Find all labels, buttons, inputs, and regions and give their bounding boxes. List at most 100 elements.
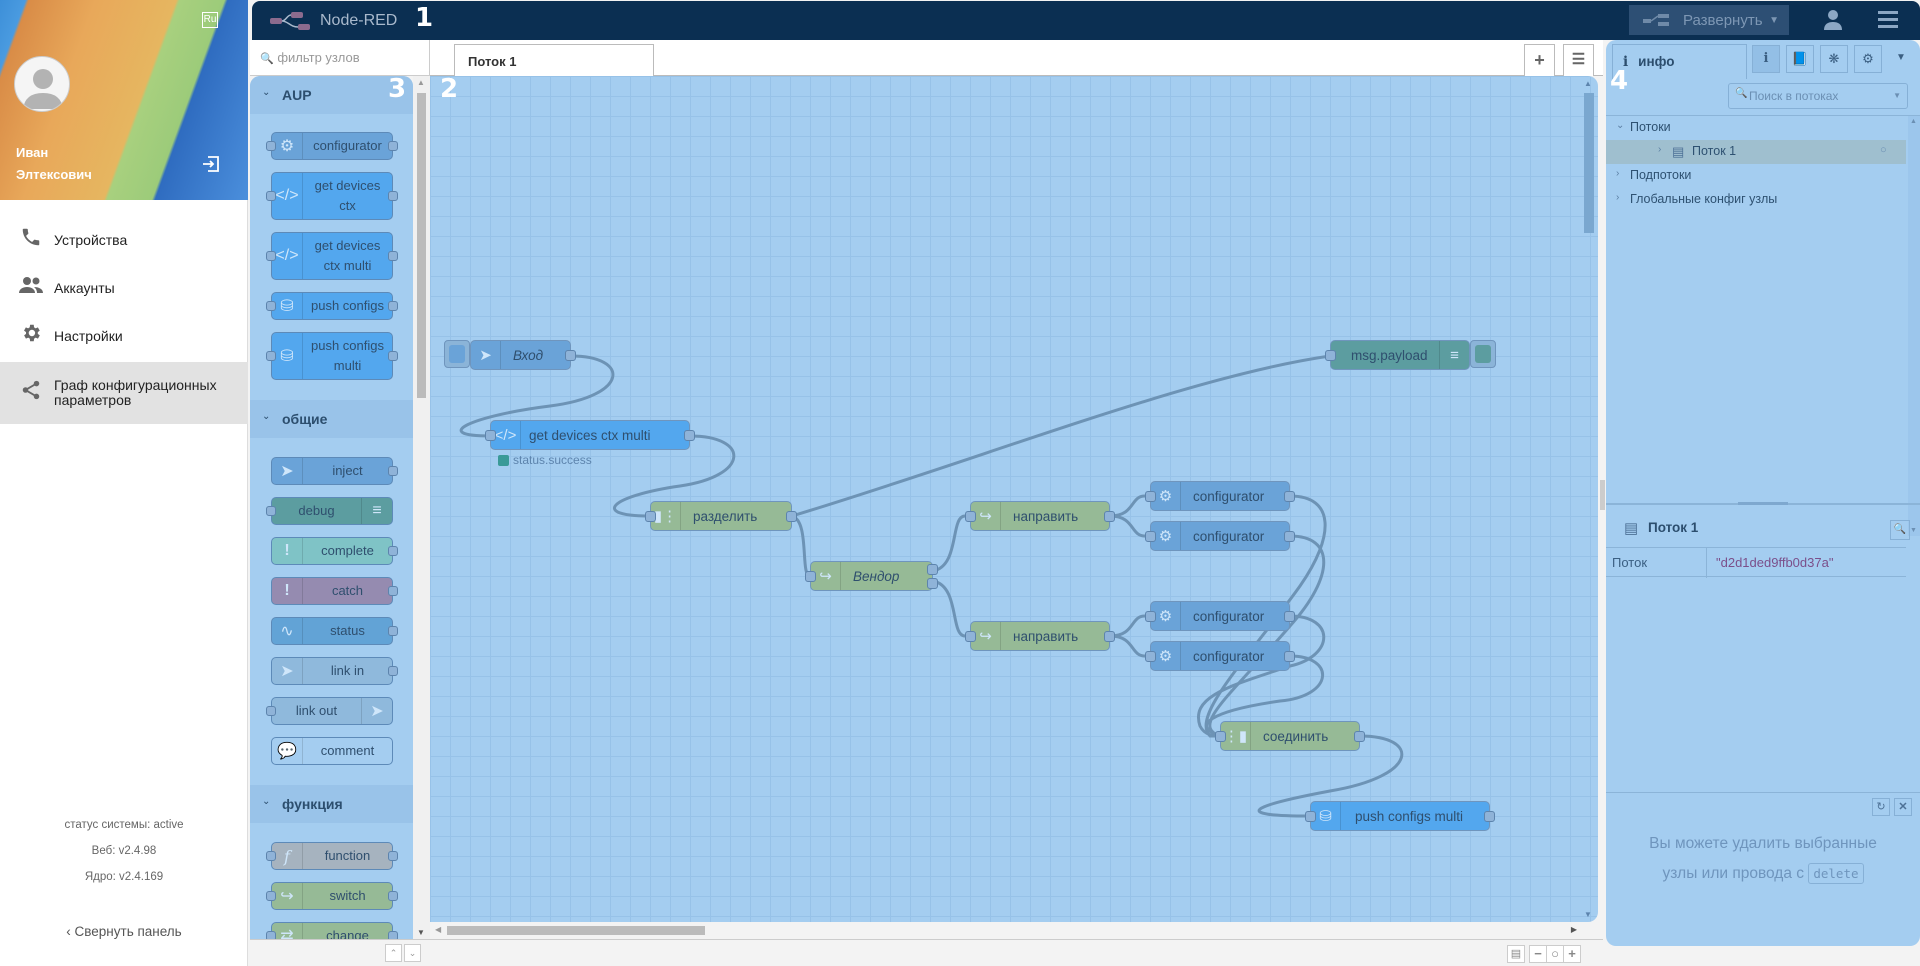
palette-scroll-thumb[interactable]: [417, 93, 426, 398]
find-flow-search-icon[interactable]: 🔍: [1890, 520, 1910, 540]
palette-node-debug[interactable]: debug≡: [266, 497, 393, 525]
input-port[interactable]: [1325, 350, 1336, 361]
tree-item-global-config[interactable]: ›Глобальные конфиг узлы: [1616, 192, 1778, 206]
zoom-in-button[interactable]: +: [1563, 945, 1581, 963]
node-route-2[interactable]: ↪направить: [965, 621, 1115, 651]
palette-node-status[interactable]: ∿status: [271, 617, 398, 645]
wire-join-push[interactable]: [1257, 734, 1404, 818]
nav-item-settings[interactable]: Настройки: [0, 320, 248, 352]
node-switch-vendor[interactable]: ↪Вендор: [805, 561, 938, 591]
input-port[interactable]: [1145, 611, 1156, 622]
palette-node-switch[interactable]: ↪switch: [266, 882, 398, 910]
node-configurator-1[interactable]: ⚙configurator: [1145, 481, 1295, 511]
node-join[interactable]: ⋮▮соединить: [1215, 721, 1365, 751]
wire-conf4-join[interactable]: [1205, 654, 1324, 738]
palette-node-link-out[interactable]: link out➤: [266, 697, 393, 725]
zoom-out-button[interactable]: −: [1529, 945, 1547, 963]
expand-all-icon[interactable]: ⌃: [385, 944, 402, 962]
close-tip-icon[interactable]: ✕: [1894, 798, 1912, 816]
input-port[interactable]: [1215, 731, 1226, 742]
node-get-devices-ctx-multi[interactable]: </>get devices ctx multi: [485, 420, 695, 450]
palette-category-common[interactable]: ⌄общие: [250, 400, 413, 438]
sidebar-config-gear-icon[interactable]: ⚙: [1854, 45, 1882, 73]
input-port[interactable]: [805, 571, 816, 582]
collapse-all-icon[interactable]: ⌄: [404, 944, 421, 962]
wire-getdev-split[interactable]: [613, 434, 736, 518]
collapse-panel-button[interactable]: ‹ Свернуть панель: [66, 924, 182, 939]
output-port[interactable]: [1104, 511, 1115, 522]
scroll-left-icon[interactable]: ◀: [435, 925, 442, 934]
flow-list-button[interactable]: ☰: [1563, 44, 1594, 76]
input-port[interactable]: [965, 631, 976, 642]
node-configurator-3[interactable]: ⚙configurator: [1145, 601, 1295, 631]
wire-route1-conf2[interactable]: [1109, 514, 1150, 538]
node-inject-vhod[interactable]: ➤Вход: [470, 340, 576, 370]
input-port[interactable]: [645, 511, 656, 522]
wire-vendor-route2[interactable]: [932, 579, 975, 638]
node-route-1[interactable]: ↪направить: [965, 501, 1115, 531]
nav-item-config-graph[interactable]: Граф конфигурационных параметров: [0, 362, 248, 424]
input-port[interactable]: [965, 511, 976, 522]
flow-canvas[interactable]: 2 ➤Вход </>get devices ctx multi: [430, 76, 1598, 922]
palette-node-configurator[interactable]: ⚙configurator: [266, 132, 398, 160]
palette-category-aup[interactable]: ⌄AUP: [250, 76, 413, 114]
tree-scrollbar[interactable]: ▲ ▼: [1908, 116, 1920, 536]
navigator-map-icon[interactable]: ▤: [1507, 945, 1525, 963]
avatar[interactable]: [14, 56, 70, 112]
user-icon[interactable]: [1823, 9, 1845, 31]
wire-route2-conf3[interactable]: [1109, 614, 1150, 638]
deploy-dropdown-icon[interactable]: ▼: [1769, 14, 1779, 26]
canvas-vscroll-thumb[interactable]: [1584, 93, 1594, 233]
output-port[interactable]: [1484, 811, 1495, 822]
scroll-right-icon[interactable]: ▶: [1570, 925, 1577, 934]
wire-conf3-join[interactable]: [1197, 614, 1326, 738]
nav-item-devices[interactable]: Устройства: [0, 224, 248, 256]
scroll-up-icon[interactable]: ▲: [1584, 79, 1592, 88]
input-port[interactable]: [485, 430, 496, 441]
palette-node-link-in[interactable]: ➤link in: [271, 657, 398, 685]
sidebar-help-book-icon[interactable]: 📘: [1786, 45, 1814, 73]
palette-filter-input[interactable]: 🔍 фильтр узлов: [250, 40, 430, 76]
palette-node-push-configs-multi[interactable]: ⛁push configs multi: [266, 332, 398, 380]
palette-node-change[interactable]: ⇄change: [266, 922, 398, 939]
palette-scrollbar[interactable]: ▲ ▼: [413, 76, 430, 939]
scroll-down-icon[interactable]: ▼: [417, 928, 425, 937]
wire-route2-conf4[interactable]: [1109, 634, 1150, 658]
output-port[interactable]: [786, 511, 797, 522]
node-debug-msg-payload[interactable]: msg.payload ≡: [1325, 340, 1470, 370]
output-port[interactable]: [1104, 631, 1115, 642]
wire-inject-getdev[interactable]: [459, 354, 615, 438]
tree-item-subflows[interactable]: ›Подпотоки: [1616, 168, 1692, 182]
canvas-horizontal-scrollbar[interactable]: ◀ ▶: [432, 922, 1580, 939]
output-port[interactable]: [1284, 491, 1295, 502]
wire-route1-conf1[interactable]: [1109, 494, 1150, 518]
wire-conf2-join[interactable]: [1208, 534, 1326, 738]
canvas-vertical-scrollbar[interactable]: ▲ ▼: [1581, 76, 1596, 922]
sidebar-resize-handle[interactable]: [1600, 480, 1605, 510]
input-port[interactable]: [1305, 811, 1316, 822]
scroll-down-icon[interactable]: ▼: [1584, 910, 1592, 919]
output-port-2[interactable]: [927, 578, 938, 589]
output-port[interactable]: [1284, 531, 1295, 542]
language-switch-button[interactable]: Ru: [202, 12, 218, 28]
main-menu-icon[interactable]: [1878, 11, 1898, 29]
output-port[interactable]: [684, 430, 695, 441]
tab-flow-1[interactable]: Поток 1: [454, 44, 654, 76]
inject-trigger-button[interactable]: [444, 340, 470, 368]
palette-node-get-devices-ctx-multi[interactable]: </>get devices ctx multi: [266, 232, 398, 280]
sidebar-debug-bug-icon[interactable]: ❋: [1820, 45, 1848, 73]
sidebar-info-button[interactable]: i: [1752, 45, 1780, 73]
output-port[interactable]: [1284, 651, 1295, 662]
node-configurator-4[interactable]: ⚙configurator: [1145, 641, 1295, 671]
node-split[interactable]: ▮⋮разделить: [645, 501, 797, 531]
palette-node-complete[interactable]: !complete: [271, 537, 398, 565]
node-configurator-2[interactable]: ⚙configurator: [1145, 521, 1295, 551]
logout-icon[interactable]: [202, 156, 220, 172]
input-port[interactable]: [1145, 491, 1156, 502]
output-port-1[interactable]: [927, 564, 938, 575]
splitter-handle[interactable]: [1738, 502, 1788, 505]
add-flow-button[interactable]: +: [1524, 44, 1555, 76]
search-dropdown-icon[interactable]: ▼: [1893, 91, 1901, 100]
node-push-configs-multi[interactable]: ⛁push configs multi: [1305, 801, 1495, 831]
output-port[interactable]: [1354, 731, 1365, 742]
